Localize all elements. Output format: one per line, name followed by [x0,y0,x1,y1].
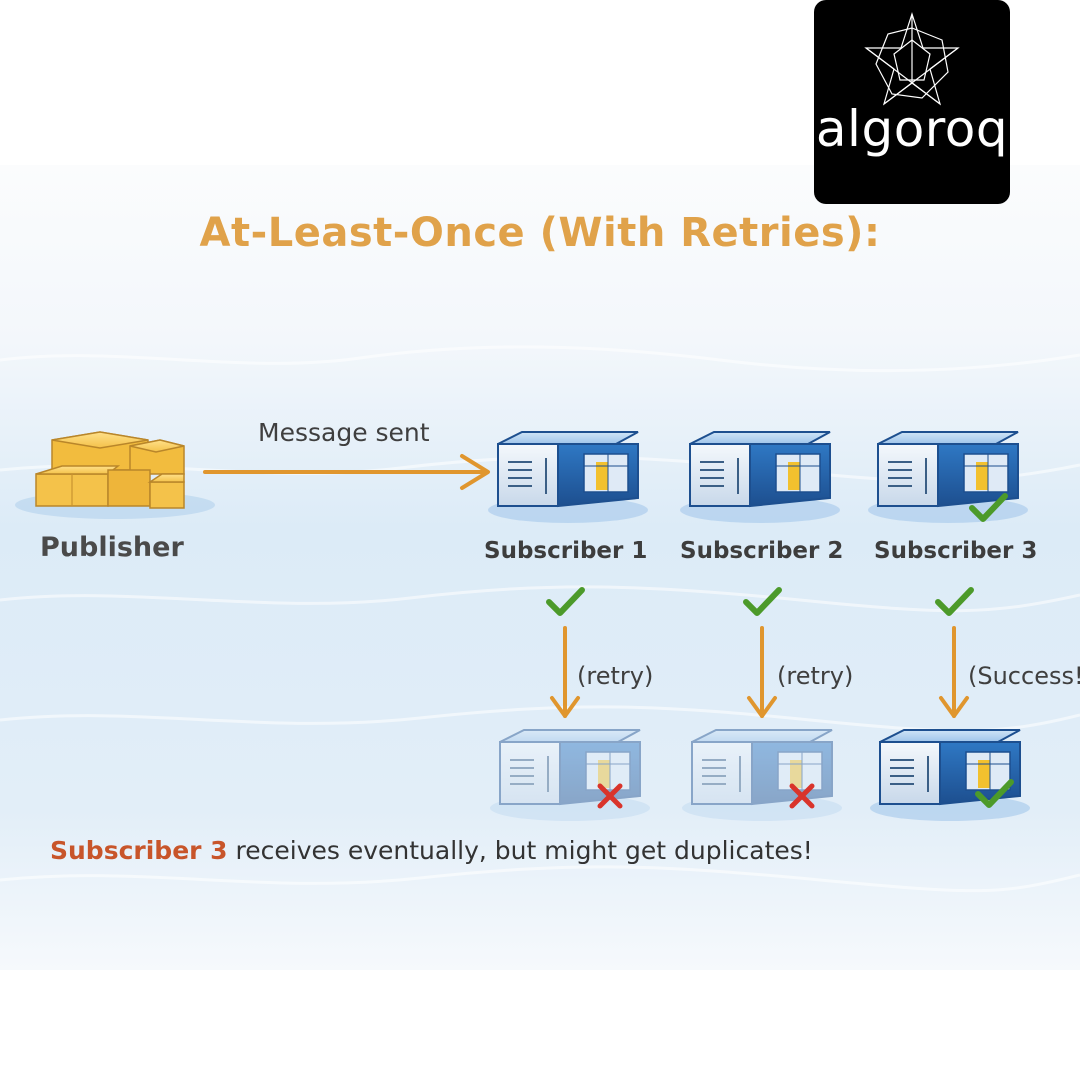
background-panel [0,165,1080,970]
retry-arrow-2 [747,626,777,718]
delivery-check-icon-2 [743,587,782,616]
subscriber-1-label: Subscriber 1 [484,538,648,564]
brand-logo: algoroq [814,0,1010,204]
diagram-title: At-Least-Once (With Retries): [199,210,881,256]
subscriber-3-label: Subscriber 3 [874,538,1038,564]
logo-wordmark: algoroq [815,100,1009,158]
delivery-check-icon-1 [546,587,585,616]
subscriber-2-label: Subscriber 2 [680,538,844,564]
subscriber-3-retry-server-icon [870,729,1030,821]
retry-arrow-1 [550,626,580,718]
delivery-check-icon-3 [935,587,974,616]
subscriber-2-retry-server-icon [682,729,842,821]
flow-group [546,493,1014,809]
star-logo-icon [864,12,960,106]
publisher-label: Publisher [40,532,184,563]
message-arrowhead [460,454,490,490]
publisher-boxes-icon [15,431,215,519]
footer-text: receives eventually, but might get dupli… [227,836,813,865]
footer-note: Subscriber 3 receives eventually, but mi… [50,836,813,865]
subscriber-2-server-icon [680,431,840,523]
subscriber-3-received-check-icon [969,493,1008,522]
retry-arrow-3 [939,626,969,718]
retry-label-1: (retry) [577,662,654,690]
subscriber-1-retry-server-icon [490,729,650,821]
success-check-icon-3 [975,779,1014,808]
subscriber-3-server-icon [868,431,1028,523]
retry-label-2: (retry) [777,662,854,690]
subscriber-1-server-icon [488,431,648,523]
success-label-3: (Success! [968,662,1080,690]
failure-cross-icon-1 [597,783,623,809]
message-sent-label: Message sent [258,418,430,447]
footer-highlight: Subscriber 3 [50,836,228,865]
failure-cross-icon-2 [789,783,815,809]
servers-group [488,431,1030,821]
